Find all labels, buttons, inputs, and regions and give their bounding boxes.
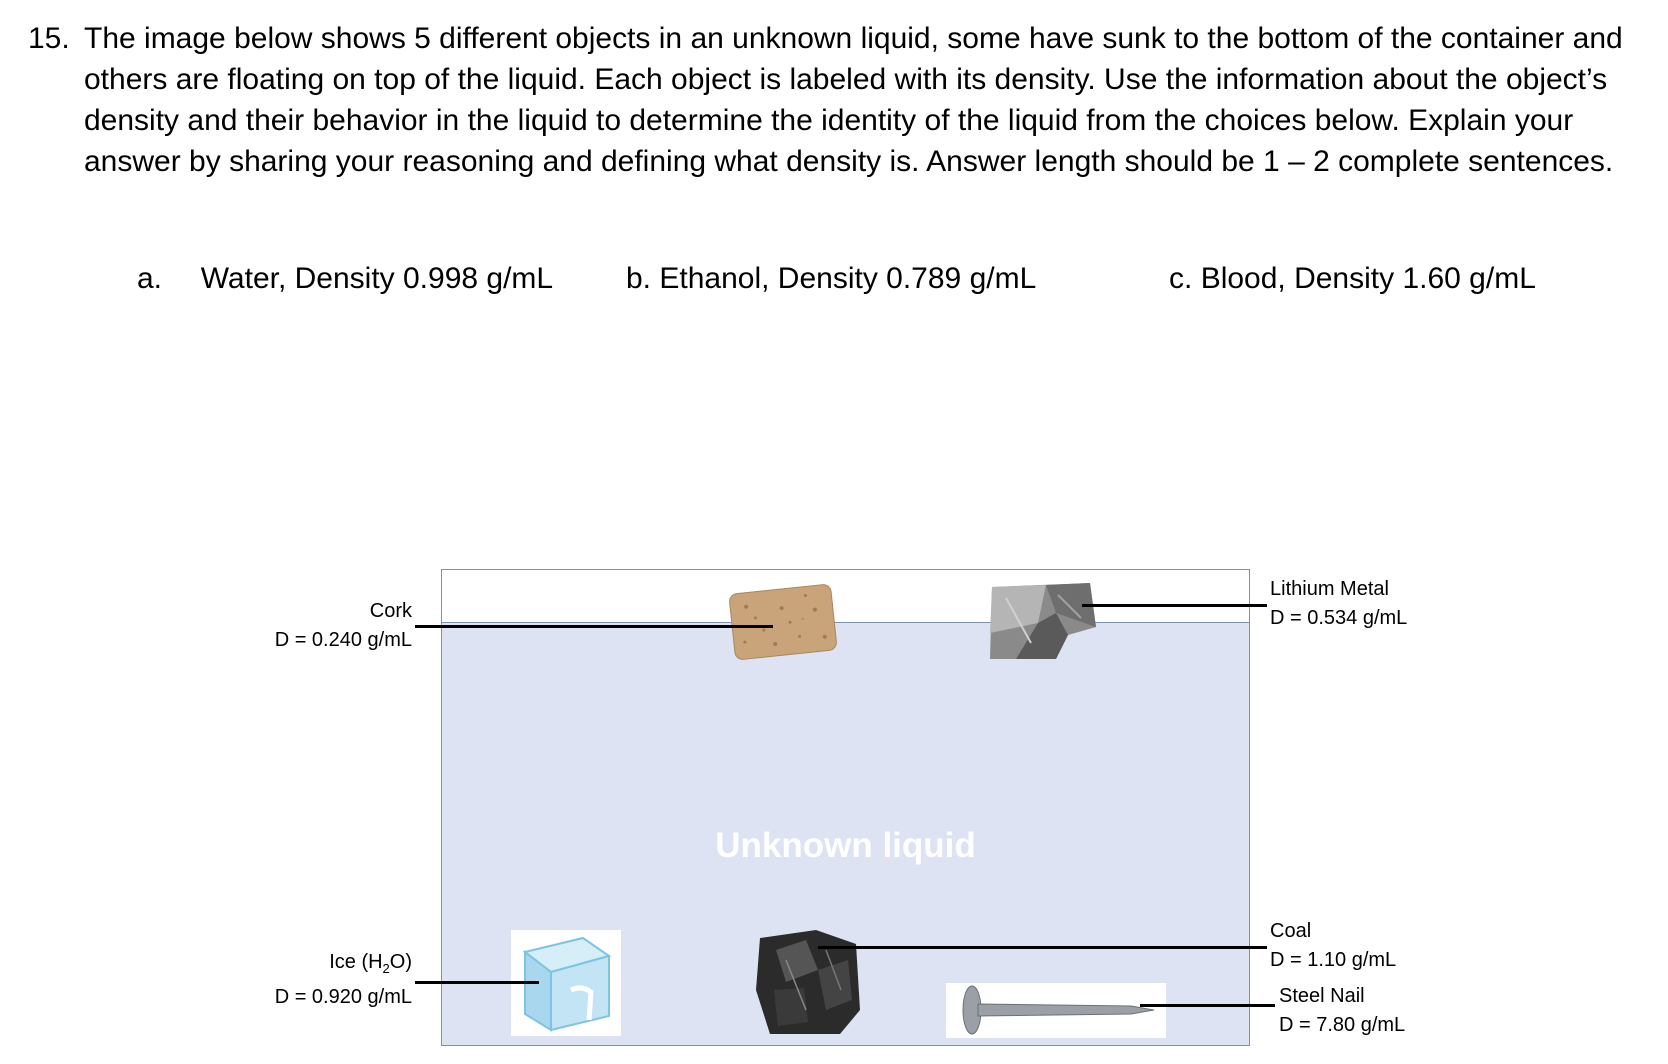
lithium-leader-line bbox=[1082, 604, 1267, 607]
choice-c: c. Blood, Density 1.60 g/mL bbox=[1169, 262, 1536, 296]
cork-name: Cork bbox=[369, 600, 412, 622]
nail-label: Steel Nail D = 7.80 g/mL bbox=[1279, 982, 1405, 1040]
coal-name: Coal bbox=[1270, 920, 1312, 942]
choice-c-letter: c. bbox=[1169, 262, 1193, 295]
coal-label: Coal D = 1.10 g/mL bbox=[1270, 917, 1396, 975]
nail-name: Steel Nail bbox=[1279, 985, 1365, 1007]
question-number: 15. bbox=[28, 22, 70, 55]
choice-a-letter: a. bbox=[137, 262, 163, 295]
ice-leader-line bbox=[415, 981, 539, 984]
choice-a-text: Water, Density 0.998 g/mL bbox=[200, 262, 554, 295]
choice-b-text: Ethanol, Density 0.789 g/mL bbox=[659, 262, 1037, 295]
coal-object bbox=[756, 930, 860, 1034]
ice-density: D = 0.920 g/mL bbox=[274, 986, 412, 1008]
lithium-label: Lithium Metal D = 0.534 g/mL bbox=[1270, 575, 1407, 633]
nail-leader-line bbox=[1140, 1004, 1275, 1007]
liquid-label: Unknown liquid bbox=[715, 826, 976, 865]
ice-label: Ice (H2O) D = 0.920 g/mL bbox=[262, 948, 412, 1012]
ice-name: Ice (H2O) bbox=[262, 948, 412, 983]
question-text: The image below shows 5 different object… bbox=[84, 22, 1623, 178]
choice-c-text: Blood, Density 1.60 g/mL bbox=[1200, 262, 1536, 295]
coal-leader-line bbox=[818, 946, 1267, 949]
question: 15. The image below shows 5 different ob… bbox=[28, 18, 1648, 182]
cork-leader-line bbox=[415, 625, 773, 628]
choice-a: a. Water, Density 0.998 g/mL bbox=[137, 262, 553, 296]
lithium-density: D = 0.534 g/mL bbox=[1270, 607, 1408, 629]
ice-name-subscript: 2 bbox=[382, 961, 390, 976]
cork-label: Cork D = 0.240 g/mL bbox=[262, 597, 412, 655]
steel-nail-object bbox=[946, 983, 1166, 1038]
cork-density: D = 0.240 g/mL bbox=[274, 629, 412, 651]
nail-density: D = 7.80 g/mL bbox=[1279, 1014, 1406, 1036]
ice-name-suffix: O) bbox=[389, 951, 412, 973]
choice-b: b. Ethanol, Density 0.789 g/mL bbox=[626, 262, 1036, 296]
ice-name-prefix: Ice (H bbox=[329, 951, 383, 973]
cork-object bbox=[729, 584, 837, 660]
lithium-name: Lithium Metal bbox=[1270, 578, 1389, 600]
choice-b-letter: b. bbox=[626, 262, 652, 295]
lithium-metal-object bbox=[990, 583, 1096, 659]
coal-density: D = 1.10 g/mL bbox=[1270, 949, 1397, 971]
